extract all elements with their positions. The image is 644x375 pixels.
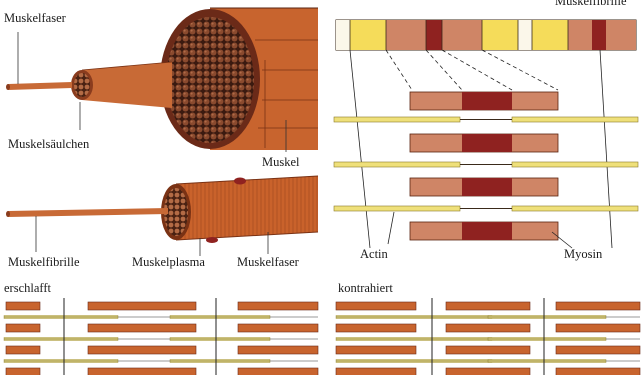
muscle-fiber-nucleus <box>206 237 218 243</box>
myosin-filament <box>6 302 40 310</box>
sarcomere-contracted: kontrahiert <box>336 281 640 375</box>
myosin-filament <box>336 324 416 332</box>
myosin-filament <box>336 302 416 310</box>
myosin-filament <box>556 302 640 310</box>
sarcomere-detail: Muskelfibrille <box>334 0 638 261</box>
label-muskelfibrille-right: Muskelfibrille <box>555 0 627 8</box>
myosin-filament <box>410 134 558 152</box>
myosin-filament <box>336 368 416 375</box>
label-muskelplasma: Muskelplasma <box>132 255 205 269</box>
myosin-filament <box>238 346 318 354</box>
myosin-filament <box>556 346 640 354</box>
actin-filaments <box>334 117 638 211</box>
label-muskelfaser-bottom: Muskelfaser <box>237 255 300 269</box>
myosin-filament <box>6 368 40 375</box>
myosin-filament <box>238 324 318 332</box>
myofibril <box>8 208 168 217</box>
myosin-filament <box>88 324 196 332</box>
muscle-fiber-illustration: Muskelfibrille Muskelplasma Muskelfaser <box>6 176 318 269</box>
label-muskelfaser-top: Muskelfaser <box>4 11 67 25</box>
label-muskel: Muskel <box>262 155 300 169</box>
actin-row <box>334 117 638 122</box>
projection-lines <box>386 50 558 90</box>
myosin-filament <box>556 324 640 332</box>
myosin-filament <box>88 346 196 354</box>
myosin-filament <box>88 368 196 375</box>
myosin-filament <box>446 346 530 354</box>
myosin-filament <box>556 368 640 375</box>
muscle-fiber-nucleus <box>234 178 246 185</box>
label-kontrahiert: kontrahiert <box>338 281 393 295</box>
z-line-left <box>350 50 370 248</box>
label-muskelsaeulchen: Muskelsäulchen <box>8 137 90 151</box>
myosin-filament <box>238 368 318 375</box>
muscle-fiber-body <box>176 176 318 240</box>
z-line-right <box>600 50 612 248</box>
actin-row <box>334 162 638 167</box>
myosin-filament <box>410 178 558 196</box>
label-actin: Actin <box>360 247 389 261</box>
label-erschlafft: erschlafft <box>4 281 51 295</box>
myosin-filament <box>410 92 558 110</box>
myosin-filament <box>446 302 530 310</box>
myosin-filament <box>410 222 558 240</box>
myosin-filament <box>6 324 40 332</box>
myosin-filament <box>238 302 318 310</box>
sarcomere-relaxed: erschlafft <box>4 281 318 375</box>
myosin-filament <box>88 302 196 310</box>
myosin-filament <box>446 324 530 332</box>
myosin-filament <box>336 346 416 354</box>
myofibril-band-strip <box>336 20 636 50</box>
myosin-filament <box>446 368 530 375</box>
actin-row <box>334 206 638 211</box>
myosin-filament <box>6 346 40 354</box>
label-myosin: Myosin <box>564 247 603 261</box>
label-muskelfibrille-left: Muskelfibrille <box>8 255 80 269</box>
muscle-bundles <box>166 17 254 143</box>
muscle-illustration: Muskelfaser Muskelsäulchen Muskel <box>4 8 318 169</box>
